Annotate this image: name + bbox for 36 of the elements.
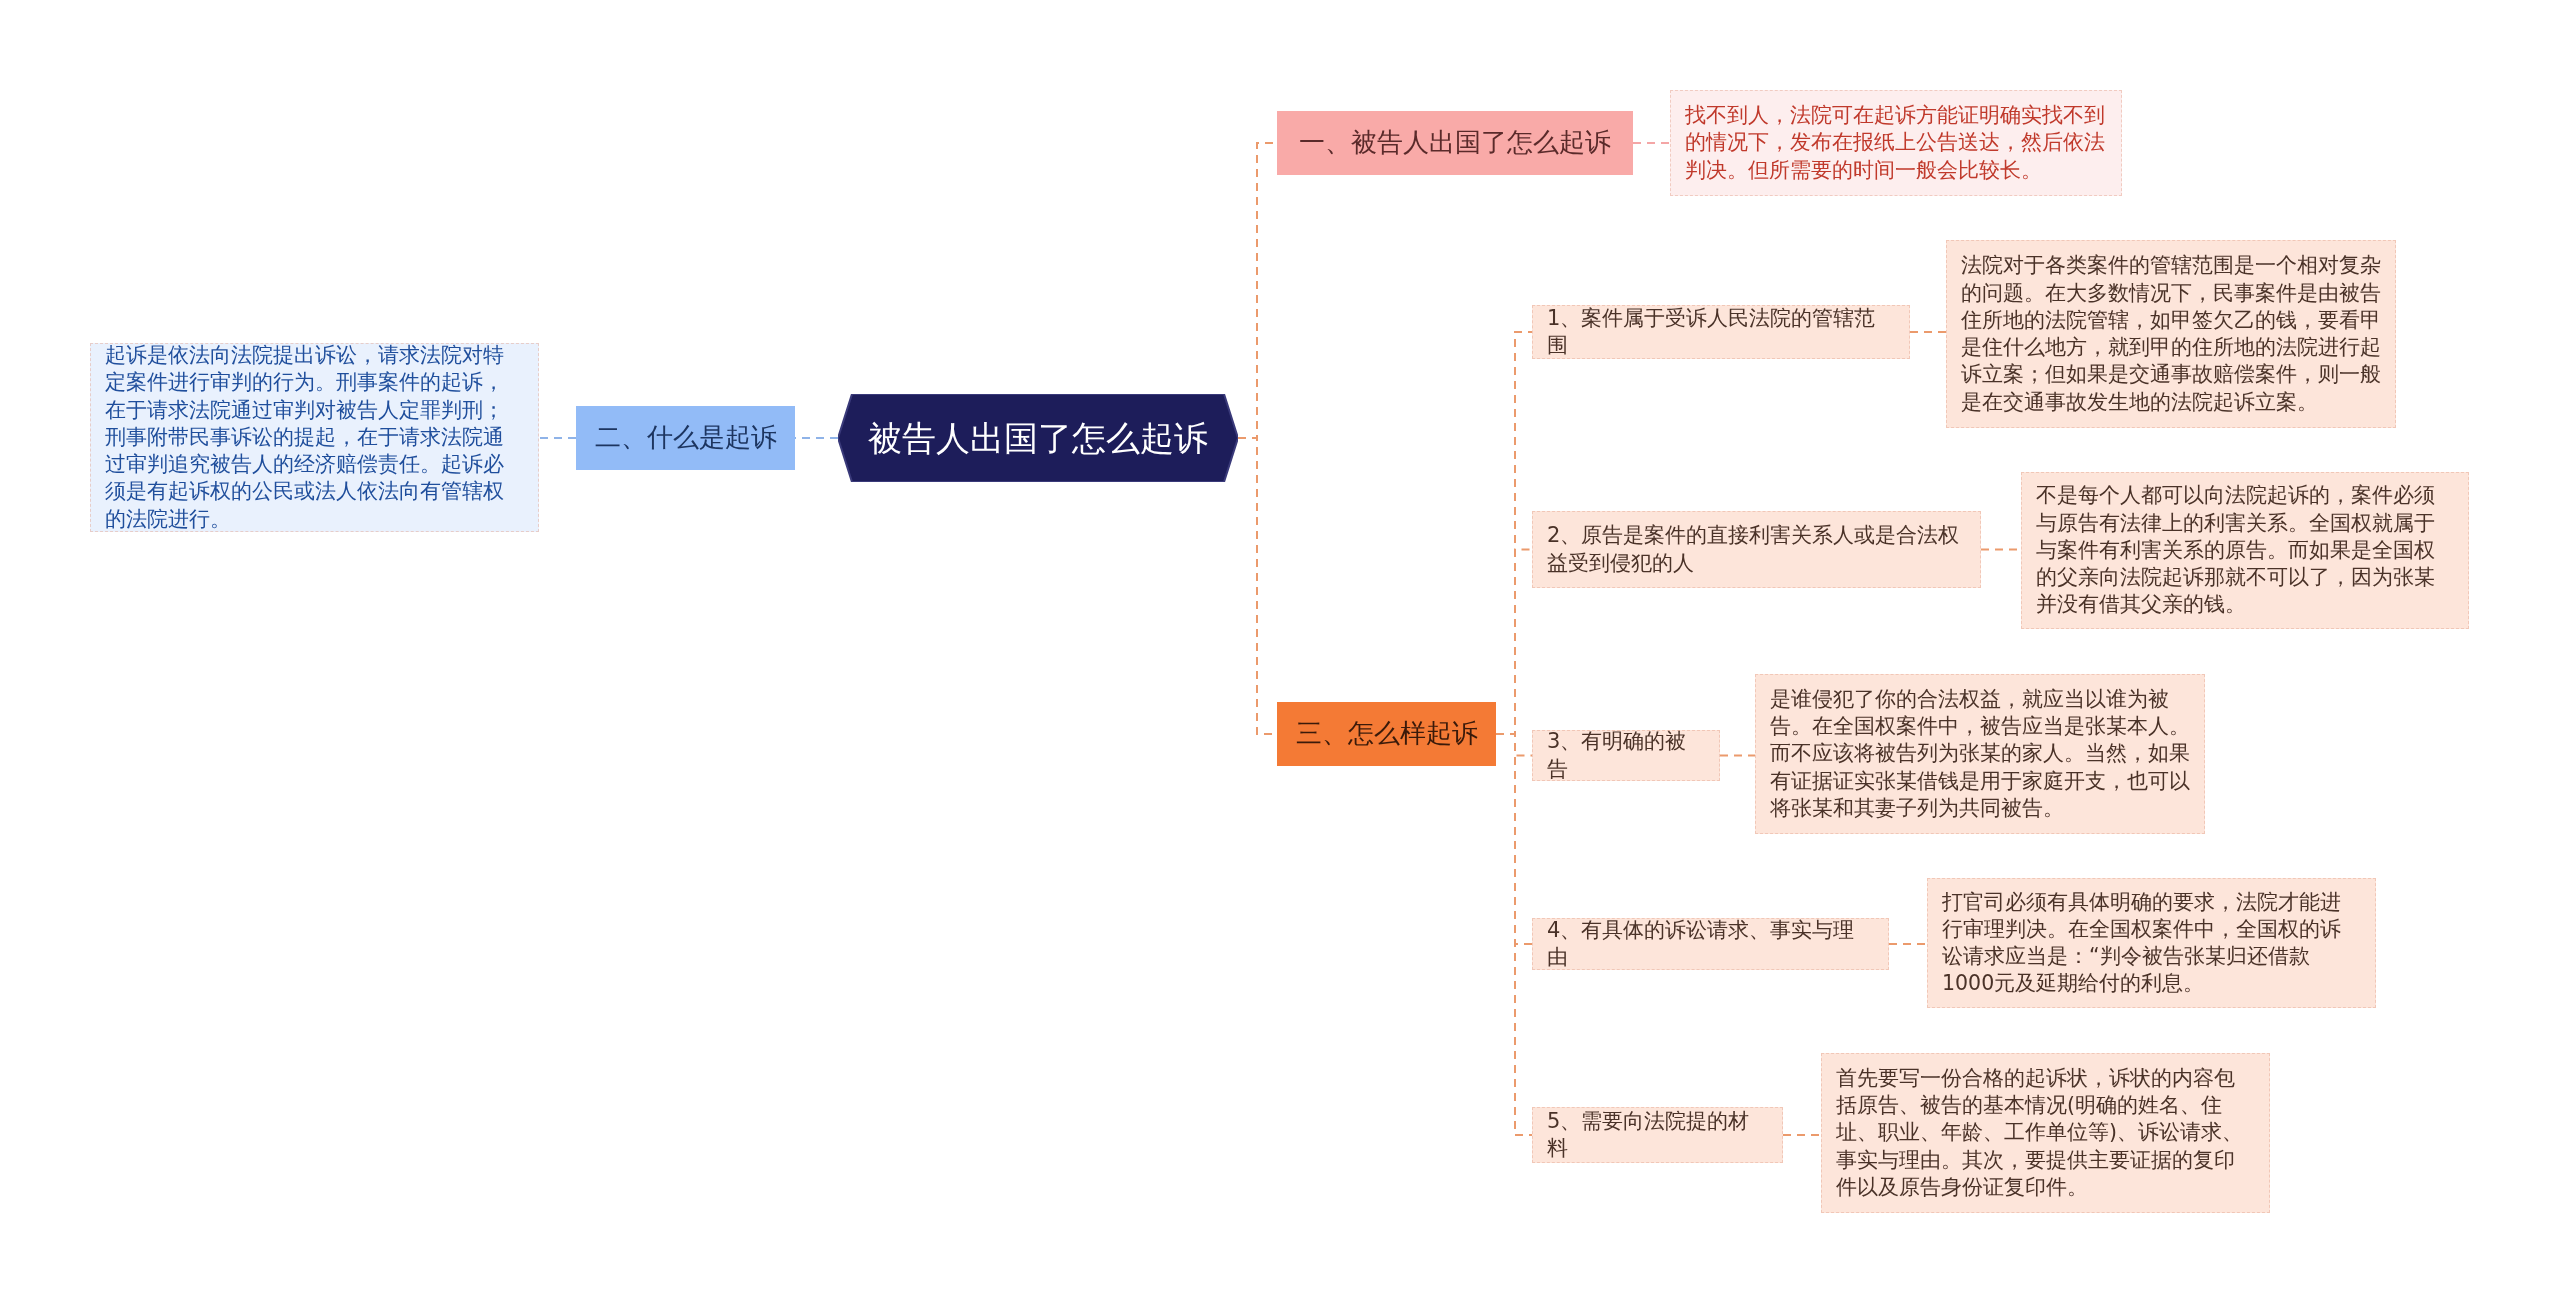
note-box	[1755, 674, 2205, 834]
note-text: 法院对于各类案件的管辖范围是一个相对复杂的问题。在大多数情况下，民事案件是由被告住所地的法院管辖，如甲签欠乙的钱，要看甲是住什么地方，就到甲的住所地的法院进行起诉立案；但如果是交通事故赔偿案件，则一般是在交通事故发生地的法院起诉立案。	[1961, 252, 2381, 416]
note-box	[1670, 90, 2122, 196]
note-box	[1927, 878, 2376, 1008]
connector-line	[538, 437, 577, 439]
subtopic-label: 1、案件属于受诉人民法院的管辖范围	[1547, 304, 1877, 359]
topic-box	[1277, 702, 1496, 766]
note-box	[1821, 1053, 2270, 1213]
connector-line	[1909, 331, 1947, 333]
topic-label: 二、什么是起诉	[594, 421, 777, 455]
note-box	[1946, 240, 2396, 428]
subtopic-box	[1532, 730, 1720, 781]
note-text: 找不到人，法院可在起诉方能证明确实找不到的情况下，发布在报纸上公告送达，然后依法判决。但所需要的时间一般会比较长。	[1685, 102, 2106, 184]
central-topic-label: 被告人出国了怎么起诉	[868, 416, 1208, 460]
connector-line	[1888, 943, 1928, 945]
central-topic	[838, 394, 1238, 482]
subtopic-label: 4、有具体的诉讼请求、事实与理由	[1547, 916, 1856, 971]
topic-box	[1277, 111, 1633, 175]
subtopic-box	[1532, 918, 1889, 970]
note-text: 打官司必须有具体明确的要求，法院才能进行审理判决。在全国权案件中，全国权的诉讼请求应当是：“判令被告张某归还借款1000元及延期给付的利息。	[1942, 888, 2342, 998]
subtopic-box	[1532, 511, 1981, 588]
subtopic-box	[1532, 1107, 1783, 1163]
note-text: 不是每个人都可以向法院起诉的，案件必须与原告有法律上的利害关系。全国权就属于与案件有利害关系的原告。而如果是全国权的父亲向法院起诉那就不可以了，因为张某并没有借其父亲的钱。	[2036, 482, 2436, 619]
connector-line	[1632, 142, 1671, 144]
subtopic-label: 2、原告是案件的直接利害关系人或是合法权益受到侵犯的人	[1547, 522, 1961, 577]
note-text: 首先要写一份合格的起诉状，诉状的内容包括原告、被告的基本情况(明确的姓名、住址、职业、年龄、工作单位等)、诉讼请求、事实与理由。其次，要提供主要证据的复印件以及原告身份证复印件。	[1836, 1064, 2244, 1201]
subtopic-label: 5、需要向法院提的材料	[1547, 1107, 1751, 1162]
note-text: 是谁侵犯了你的合法权益，就应当以谁为被告。在全国权案件中，被告应当是张某本人。而不应该将被告列为张某的家人。当然，如果有证据证实张某借钱是用于家庭开支，也可以将张某和其妻子列为共同被告。	[1770, 685, 2190, 822]
connector-line	[1719, 754, 1756, 757]
topic-label: 一、被告人出国了怎么起诉	[1299, 126, 1611, 160]
note-box	[2021, 472, 2469, 629]
topic-box	[576, 406, 795, 470]
connector-line	[1782, 1134, 1822, 1136]
note-text: 起诉是依法向法院提出诉讼，请求法院对特定案件进行审判的行为。刑事案件的起诉，在于请求法院通过审判对被告人定罪判刑；刑事附带民事诉讼的提起，在于请求法院通过审判追究被告人的经济赔偿责任。起诉必须是有起诉权的公民或法人依法向有管辖权的法院进行。	[105, 342, 505, 533]
topic-label: 三、怎么样起诉	[1295, 717, 1478, 751]
subtopic-label: 3、有明确的被告	[1547, 728, 1688, 783]
